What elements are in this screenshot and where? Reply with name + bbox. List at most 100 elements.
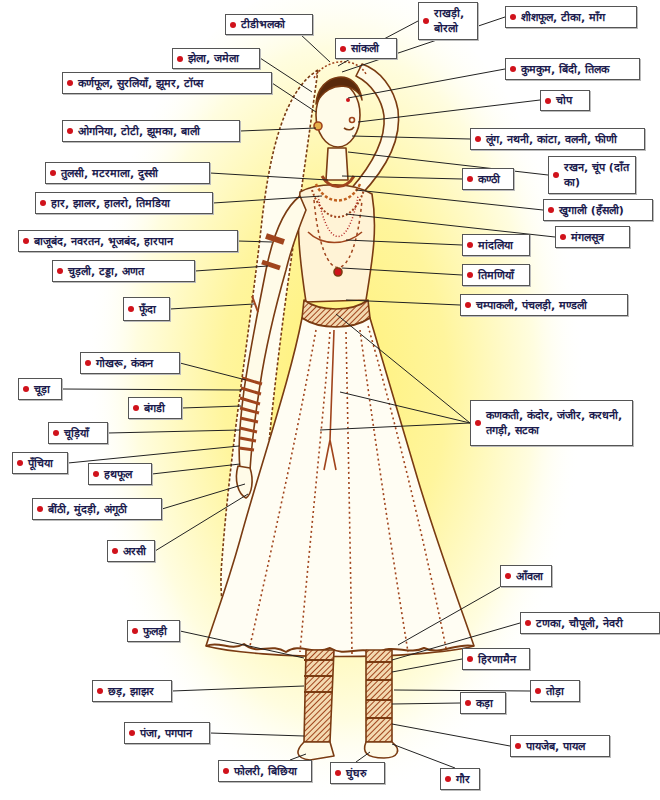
bullet-dot — [510, 66, 516, 72]
jewellery-name: मांदलिया — [478, 238, 524, 253]
jewellery-label-box: फुलड़ी — [127, 620, 180, 642]
jewellery-label-box: मंगलसूत्र — [555, 226, 630, 248]
bullet-dot — [515, 743, 521, 749]
jewellery-name: तोड़ा — [546, 684, 574, 699]
bullet-dot — [445, 776, 451, 782]
jewellery-name: कण्ठी — [478, 172, 508, 187]
jewellery-label-box: कड़ा — [460, 692, 506, 714]
bullet-dot — [93, 471, 99, 477]
jewellery-name: पायजेब, पायल — [526, 739, 604, 754]
jewellery-label-box: फूँदा — [123, 297, 170, 321]
jewellery-label-box: चोप — [540, 90, 590, 111]
bullet-dot — [510, 14, 516, 20]
jewellery-label-box: हिरणामैन — [462, 648, 530, 670]
jewellery-label-box: खुगाली (हँसली) — [543, 199, 653, 221]
jewellery-name: सांकली — [351, 41, 391, 56]
jewellery-label-box: कण्ठी — [462, 168, 514, 190]
bullet-dot — [67, 80, 73, 86]
jewellery-name: टणका, चौपूली, नेवरी — [536, 616, 654, 631]
jewellery-name: शीशफूल, टीका, मॉंग — [521, 10, 631, 25]
jewellery-label-box: रखन, चूंप (दाँत का) — [548, 156, 636, 194]
jewellery-label-box: चूड़ा — [18, 378, 62, 400]
jewellery-label-box: चूड़ियाँ — [48, 422, 108, 444]
bullet-dot — [177, 56, 183, 62]
jewellery-name: खुगाली (हँसली) — [559, 203, 647, 218]
jewellery-label-box: कर्णफूल, सुरलियाँ, झूमर, टॉप्स — [62, 72, 272, 94]
bullet-dot — [97, 688, 103, 694]
bullet-dot — [560, 234, 566, 240]
jewellery-label-box: चुड़ली, टड्डा, अणत — [52, 260, 195, 282]
jewellery-label-box: पंजा, पगपान — [124, 722, 210, 744]
bullet-dot — [132, 628, 138, 634]
bullet-dot — [423, 18, 429, 24]
jewellery-name: कड़ा — [476, 696, 500, 711]
jewellery-name: चूड़ियाँ — [64, 426, 102, 441]
bullet-dot — [23, 238, 29, 244]
jewellery-name: बंगडी — [144, 401, 176, 416]
jewellery-name: चोप — [556, 93, 584, 108]
jewellery-name: पूँचिया — [28, 456, 62, 471]
jewellery-label-box: हार, झालर, हालरो, तिमडिया — [35, 192, 213, 214]
bullet-dot — [467, 272, 473, 278]
jewellery-label-box: ओगनिया, टोटी, झूमका, बाली — [62, 120, 240, 142]
bullet-dot — [230, 22, 236, 28]
bullet-dot — [475, 136, 481, 142]
bullet-dot — [128, 306, 134, 312]
bullet-dot — [467, 242, 473, 248]
jewellery-label-box: गोखरू, कंकन — [80, 352, 180, 374]
jewellery-name: चुड़ली, टड्डा, अणत — [68, 264, 189, 279]
bullet-dot — [112, 548, 118, 554]
jewellery-label-box: आँवला — [500, 565, 552, 587]
jewellery-name: लूंग, नथनी, कांटा, वलनी, फीणी — [486, 132, 639, 147]
bullet-dot — [223, 768, 229, 774]
jewellery-label-box: कुमकुम, बिंदी, तिलक — [505, 58, 640, 80]
jewellery-name: तुलसी, मटरमाला, दुस्सी — [61, 166, 204, 181]
jewellery-label-box: कणकती, कंदोर, जंजीर, करधनी, तगड़ी, सटका — [470, 400, 633, 446]
bullet-dot — [553, 172, 559, 178]
jewellery-label-box: अरसी — [107, 540, 155, 562]
bullet-dot — [23, 386, 29, 392]
bullet-dot — [465, 302, 471, 308]
bullet-dot — [53, 430, 59, 436]
jewellery-name: आँवला — [516, 569, 546, 584]
jewellery-label-box: बंगडी — [128, 397, 182, 419]
jewellery-label-box: राखड़ी, बोरलो — [418, 2, 478, 40]
jewellery-name: हथफूल — [104, 467, 146, 482]
jewellery-label-box: पूँचिया — [12, 452, 68, 474]
jewellery-name: कणकती, कंदोर, जंजीर, करधनी, तगड़ी, सटका — [486, 408, 627, 438]
bullet-dot — [67, 128, 73, 134]
bullet-dot — [465, 700, 471, 706]
jewellery-label-box: झेला, जमेला — [172, 48, 260, 69]
jewellery-name: फूँदा — [139, 302, 164, 317]
bullet-dot — [37, 506, 43, 512]
jewellery-name: फुलड़ी — [143, 624, 174, 639]
jewellery-label-box: चम्पाकली, पंचलड़ी, मण्डली — [460, 294, 628, 316]
bullet-dot — [133, 405, 139, 411]
bullet-dot — [340, 46, 346, 52]
jewellery-name: छड़, झाझर — [108, 684, 166, 699]
jewellery-name: गोखरू, कंकन — [96, 356, 174, 371]
jewellery-label-box: घुंघरु — [330, 762, 385, 784]
jewellery-name: बींठी, मुंदड़ी, अंगूठी — [48, 502, 156, 517]
bullet-dot — [535, 688, 541, 694]
bullet-dot — [17, 460, 23, 466]
jewellery-name: कुमकुम, बिंदी, तिलक — [521, 62, 634, 77]
jewellery-label-box: लूंग, नथनी, कांटा, वलनी, फीणी — [470, 128, 645, 150]
bullet-dot — [85, 360, 91, 366]
jewellery-label-box: बींठी, मुंदड़ी, अंगूठी — [32, 498, 162, 520]
jewellery-label-box: गौर — [440, 768, 480, 790]
jewellery-name: रखन, चूंप (दाँत का) — [564, 160, 630, 190]
jewellery-label-box: टणका, चौपूली, नेवरी — [520, 612, 660, 634]
bullet-dot — [545, 98, 551, 104]
jewellery-label-box: हथफूल — [88, 463, 152, 485]
bullet-dot — [548, 207, 554, 213]
jewellery-label-box: मांदलिया — [462, 234, 530, 256]
bullet-dot — [57, 268, 63, 274]
jewellery-name: झेला, जमेला — [188, 51, 254, 66]
jewellery-name: राखड़ी, बोरलो — [434, 6, 472, 36]
jewellery-name: हार, झालर, हालरो, तिमडिया — [51, 196, 207, 211]
jewellery-name: फोलरी, बिछिया — [234, 764, 306, 779]
jewellery-label-box: शीशफूल, टीका, मॉंग — [505, 6, 637, 28]
